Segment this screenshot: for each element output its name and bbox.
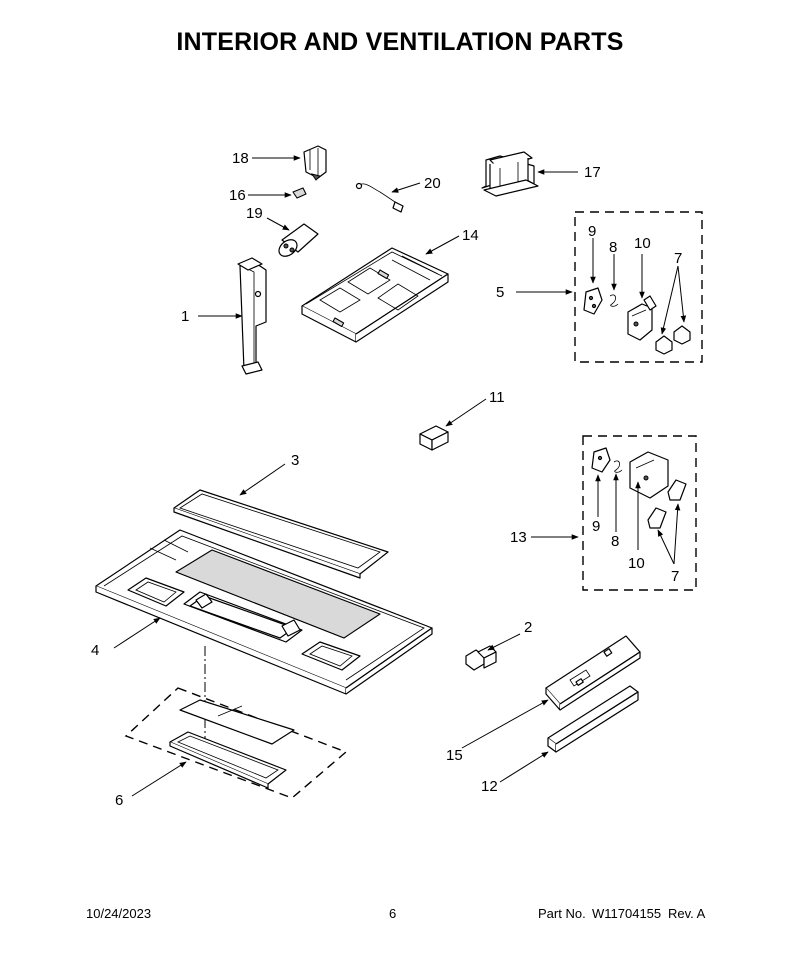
callout-14: 14 — [462, 227, 479, 244]
part-19-capacitor — [278, 223, 319, 257]
callout-9b: 9 — [592, 518, 600, 535]
part-15-panel — [545, 635, 641, 711]
leader-20 — [391, 182, 421, 193]
callout-4: 4 — [91, 642, 99, 659]
part-4-bottom-plate — [95, 529, 433, 695]
callout-3: 3 — [291, 452, 299, 469]
part-8-spring-lower — [613, 460, 623, 473]
callout-15: 15 — [446, 747, 463, 764]
leader-14 — [425, 235, 460, 255]
leader-7a-1 — [660, 265, 679, 335]
leader-12 — [499, 751, 549, 783]
part-8-spring-upper — [609, 294, 619, 307]
leader-15 — [461, 699, 549, 749]
footer-part-label: Part No. — [538, 906, 586, 921]
part-12-trim-bar — [547, 685, 639, 753]
callout-8a: 8 — [609, 239, 617, 256]
callout-1: 1 — [181, 308, 189, 325]
page-title: INTERIOR AND VENTILATION PARTS — [176, 28, 624, 56]
callout-10a: 10 — [634, 235, 651, 252]
callout-12: 12 — [481, 778, 498, 795]
group-box-13 — [582, 435, 697, 591]
callout-8b: 8 — [611, 533, 619, 550]
callout-16: 16 — [229, 187, 246, 204]
callout-17: 17 — [584, 164, 601, 181]
callout-7b: 7 — [671, 568, 679, 585]
part-2-socket — [465, 645, 497, 671]
footer-date: 10/24/2023 — [86, 906, 152, 921]
leader-6 — [131, 761, 187, 797]
footer-revision: Rev. A — [668, 906, 706, 921]
callout-20: 20 — [424, 175, 441, 192]
part-11-block — [419, 425, 449, 451]
part-20-wire — [355, 182, 404, 213]
leader-7a-2 — [677, 265, 687, 323]
part-18-bracket — [303, 145, 327, 181]
group-box-5 — [574, 211, 703, 363]
part-7-switches-upper — [655, 325, 691, 355]
callout-6: 6 — [115, 792, 123, 809]
callout-7a: 7 — [674, 250, 682, 267]
part-14-mounting-plate — [301, 247, 449, 343]
leader-4 — [113, 617, 161, 649]
leader-7b-2 — [673, 503, 681, 565]
part-9-switch-upper — [583, 287, 603, 315]
leader-19 — [266, 217, 290, 231]
callout-2: 2 — [524, 619, 532, 636]
leader-7b-1 — [657, 529, 675, 565]
part-17-transformer — [481, 151, 539, 197]
group-box-6 — [124, 687, 348, 799]
leader-11 — [445, 398, 487, 427]
part-1-bracket — [237, 257, 267, 375]
leader-3 — [239, 463, 286, 496]
footer-part-number: W11704155 — [592, 906, 662, 921]
callout-10b: 10 — [628, 555, 645, 572]
part-6-grille — [169, 699, 295, 789]
part-3-filter — [173, 489, 389, 579]
part-7-switches-lower — [647, 479, 687, 529]
part-10-latch-lower — [629, 451, 669, 499]
leader-2 — [487, 633, 521, 651]
callout-19: 19 — [246, 205, 263, 222]
callout-11: 11 — [489, 389, 505, 406]
callout-9a: 9 — [588, 223, 596, 240]
footer-page-number: 6 — [389, 906, 397, 921]
part-10-latch-upper — [627, 295, 657, 341]
callout-13: 13 — [510, 529, 527, 546]
callout-5: 5 — [496, 284, 504, 301]
part-16-clip — [292, 187, 307, 199]
part-9-switch-lower — [591, 447, 611, 473]
callout-18: 18 — [232, 150, 249, 167]
